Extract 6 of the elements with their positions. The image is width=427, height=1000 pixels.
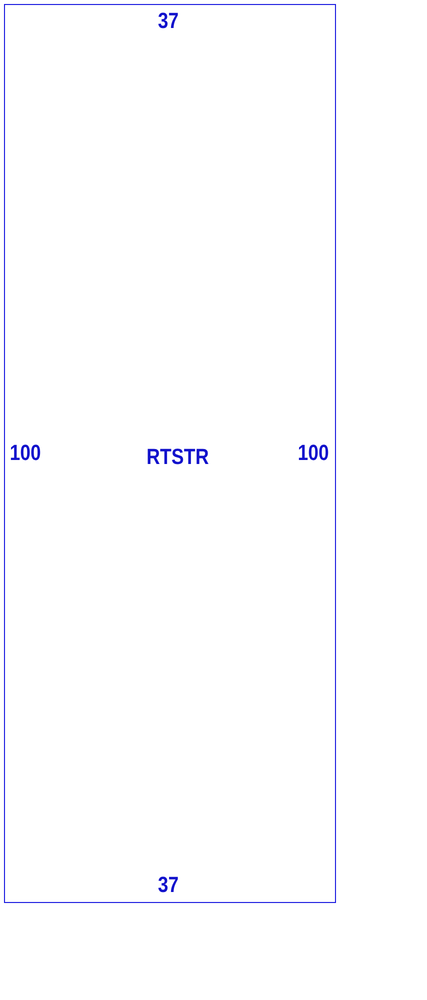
dimension-label: 37	[158, 873, 179, 897]
room-label: RTSTR	[146, 445, 209, 469]
dimension-label: 100	[298, 441, 329, 465]
room-outline	[4, 4, 336, 903]
dimension-label: 37	[158, 9, 179, 33]
dimension-label: 100	[10, 441, 41, 465]
